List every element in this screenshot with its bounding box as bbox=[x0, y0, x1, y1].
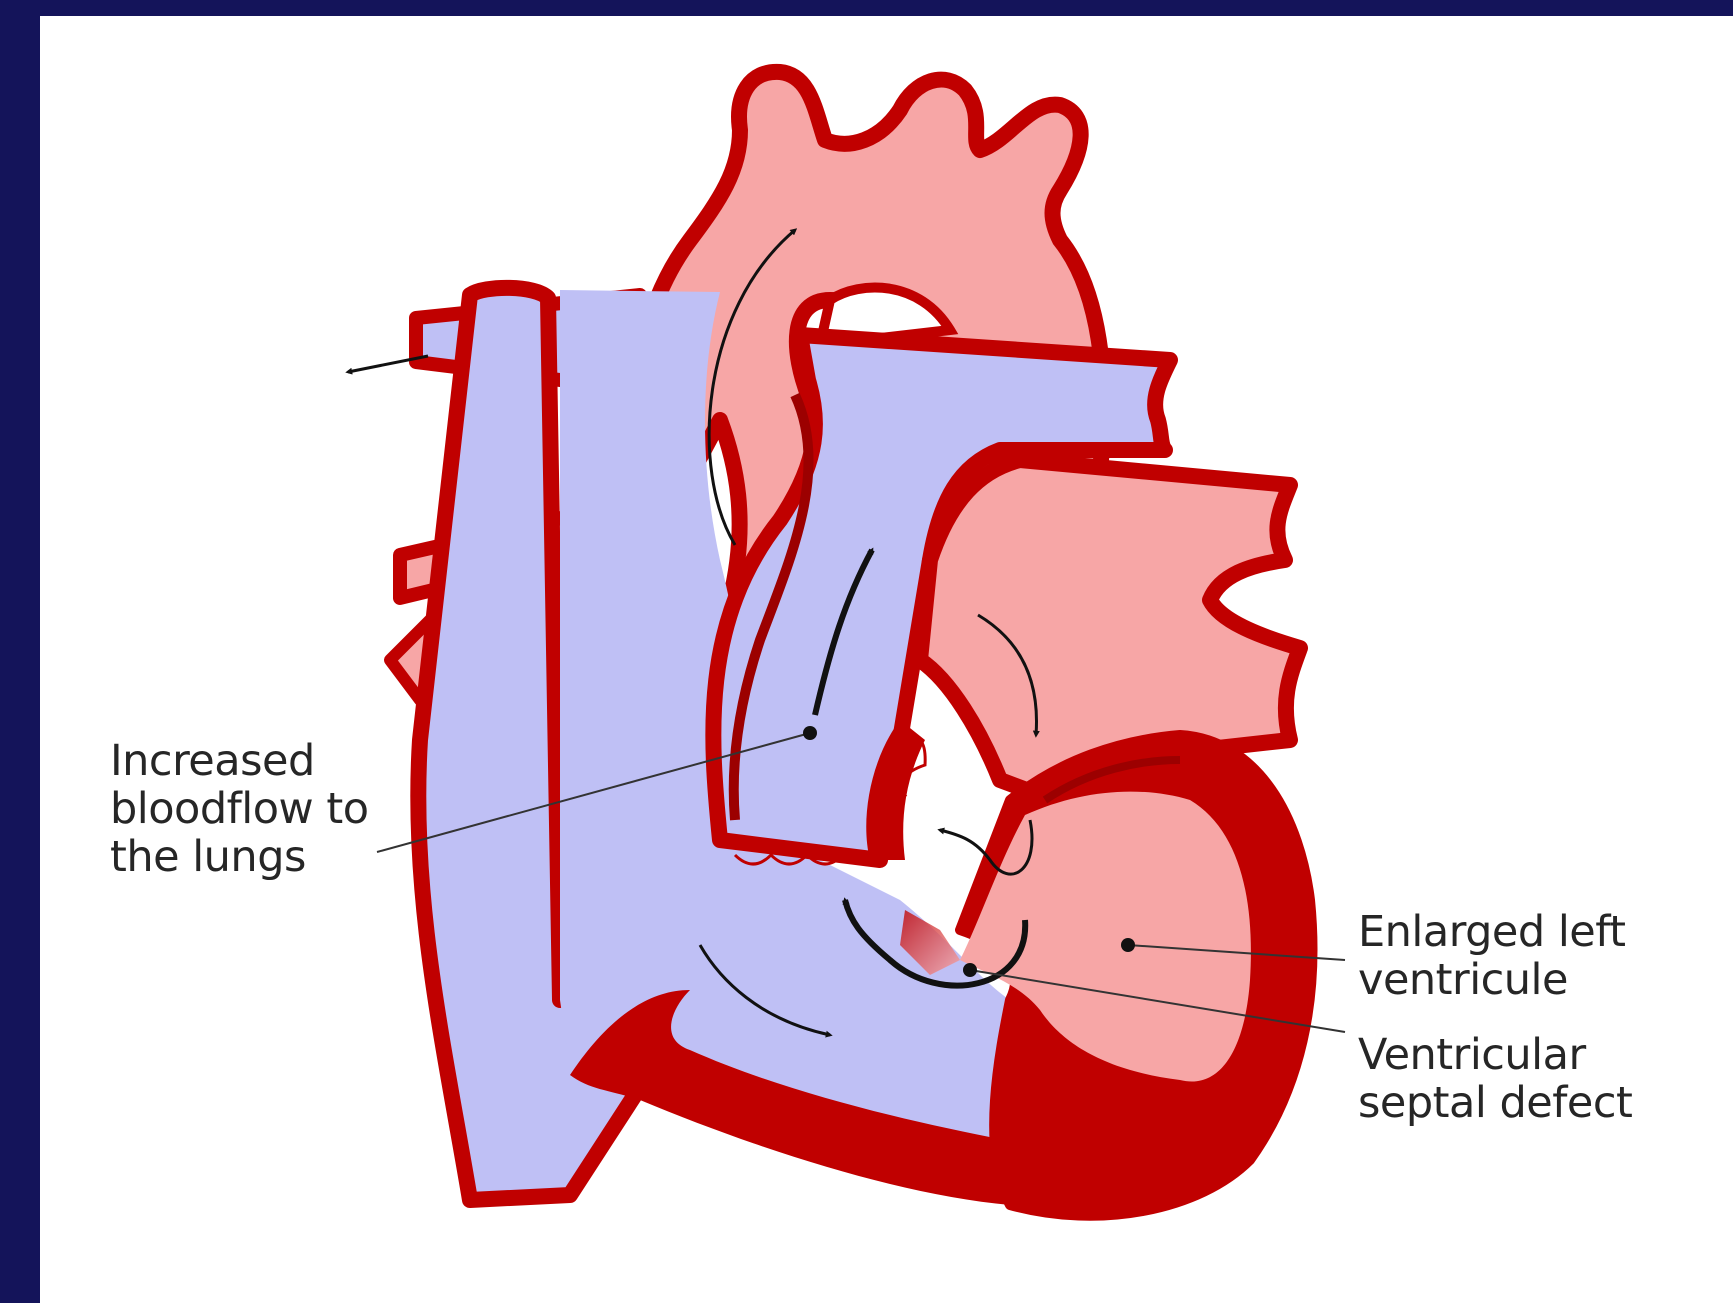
label-line: Ventricular bbox=[1358, 1031, 1632, 1079]
label-ventricular-septal-defect: Ventricular septal defect bbox=[1358, 1031, 1632, 1127]
label-line: Enlarged left bbox=[1358, 908, 1626, 956]
label-line: bloodflow to bbox=[110, 785, 369, 833]
label-line: Increased bbox=[110, 737, 369, 785]
label-enlarged-left-ventricle: Enlarged left ventricule bbox=[1358, 908, 1626, 1004]
leader-dot-vsd bbox=[963, 963, 977, 977]
label-increased-bloodflow: Increased bloodflow to the lungs bbox=[110, 737, 369, 881]
leader-dot-ventricle bbox=[1121, 938, 1135, 952]
label-line: septal defect bbox=[1358, 1079, 1632, 1127]
leader-dot-lungs bbox=[803, 726, 817, 740]
label-line: the lungs bbox=[110, 833, 369, 881]
label-line: ventricule bbox=[1358, 956, 1626, 1004]
